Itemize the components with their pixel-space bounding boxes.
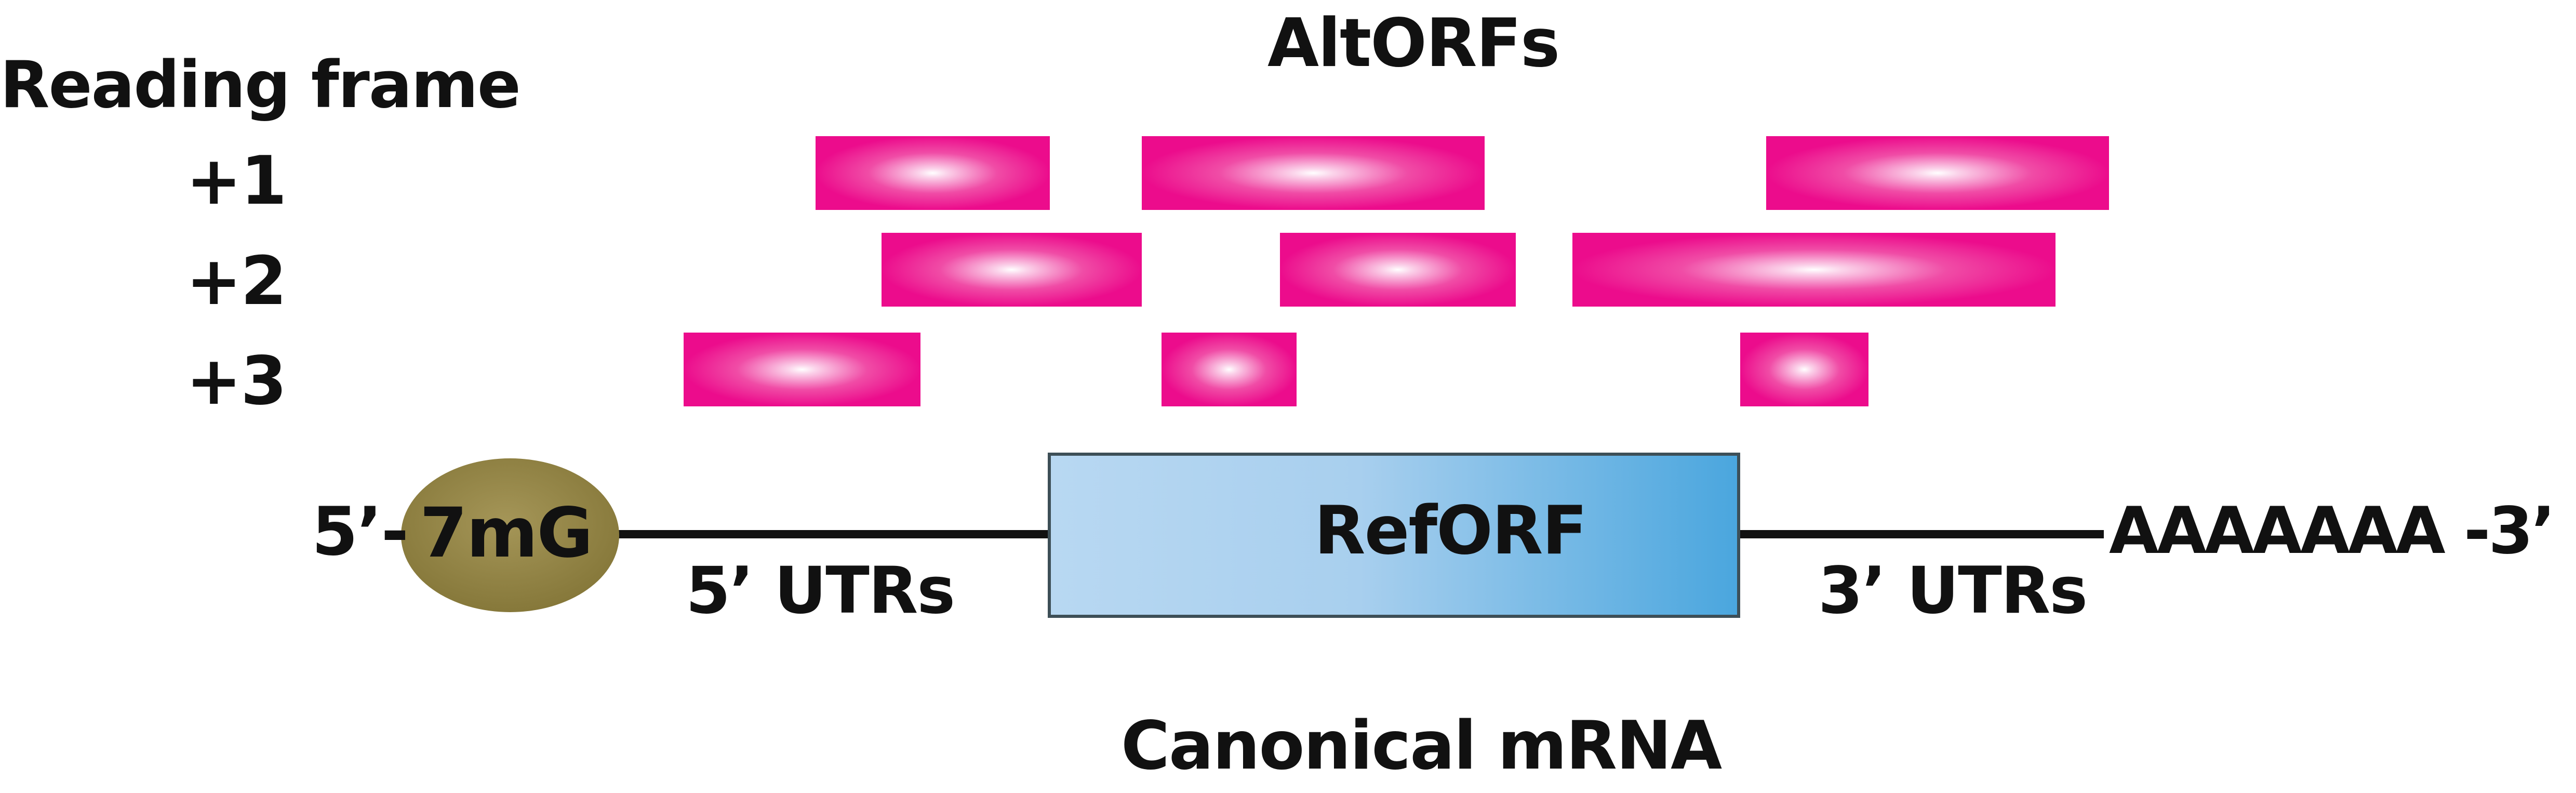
frame-label-plus3: +3 [186, 342, 287, 420]
polyA-tail-label: AAAAAAA -3’ [2109, 494, 2556, 569]
frame-2-orfs [882, 233, 2056, 307]
frame-1-orfs [816, 136, 2109, 210]
altorf-bar [1766, 136, 2109, 210]
altorf-bar [1280, 233, 1516, 307]
altorf-bar [882, 233, 1142, 307]
utr3-label: 3’ UTRs [1818, 553, 2088, 628]
refORF-label: RefORF [1314, 492, 1587, 570]
canonical-mrna-caption: Canonical mRNA [1121, 707, 1722, 785]
frame-label-plus2: +2 [186, 243, 287, 320]
utr5-label: 5’ UTRs [686, 553, 955, 628]
altorf-bar [816, 136, 1050, 210]
altorf-bar [1740, 333, 1868, 406]
reading-frame-label: Reading frame [0, 48, 521, 123]
cap-7mg-label: 7mG [420, 493, 593, 573]
frame-label-plus1: +1 [186, 142, 287, 220]
refORF-box [1048, 453, 1740, 618]
cap-7mg-shape [401, 458, 619, 612]
five-prime-label: 5’- [312, 493, 409, 571]
frame-3-orfs [684, 333, 1868, 406]
altorf-bar [1162, 333, 1297, 406]
altorf-bar [1142, 136, 1485, 210]
altorf-bar [684, 333, 920, 406]
altorf-bar [1572, 233, 2056, 307]
altorfs-title: AltORFs [1267, 5, 1560, 82]
